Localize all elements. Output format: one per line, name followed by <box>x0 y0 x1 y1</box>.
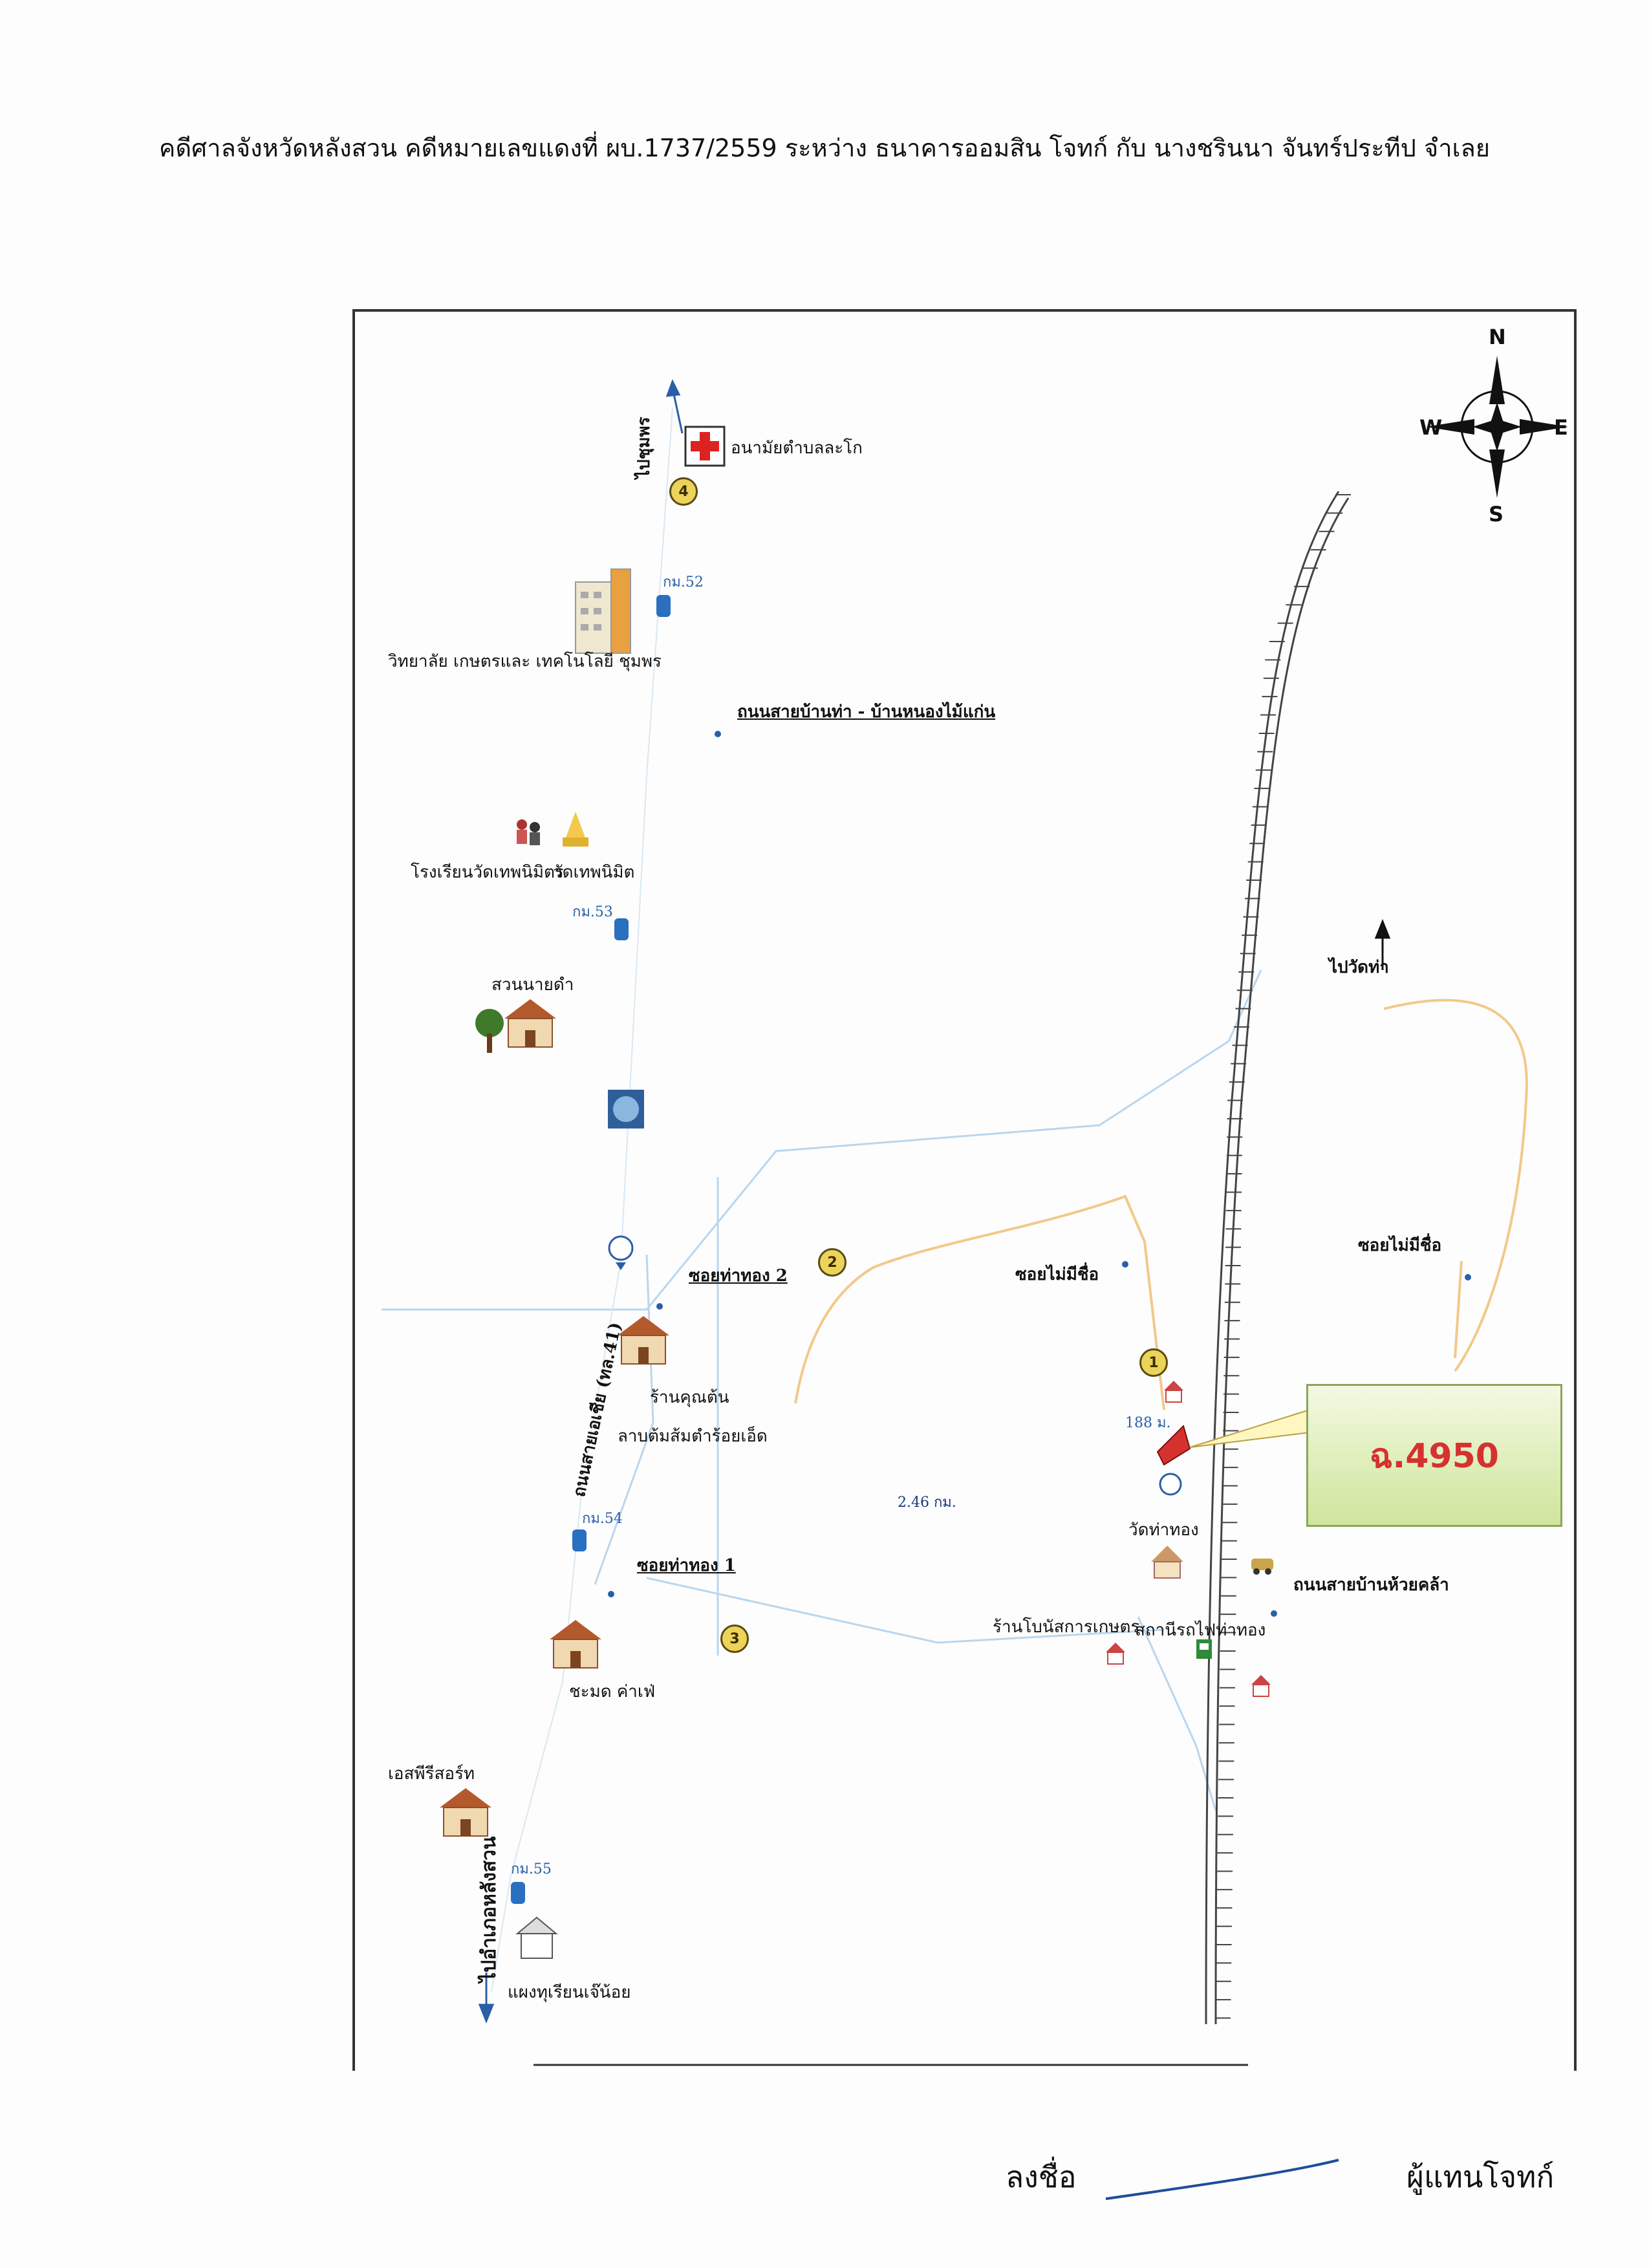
distance-188-label: 188 ม. <box>1125 1415 1171 1431</box>
house-icon <box>618 1316 669 1365</box>
compass-rose-icon <box>1426 356 1568 498</box>
health-station-label: อนามัยตำบลละโก <box>731 438 863 458</box>
health-station-icon <box>684 426 726 467</box>
location-marker <box>1159 1473 1182 1496</box>
small-house-icon <box>1251 1675 1271 1697</box>
km-post-icon <box>511 1882 525 1904</box>
km52-label: กม.52 <box>663 574 704 590</box>
small-house-icon <box>1164 1381 1183 1403</box>
school-icon <box>517 819 540 845</box>
small-house-icon <box>1106 1643 1125 1665</box>
coop-shop-label: ร้านโบนัสการเกษตร <box>993 1617 1140 1637</box>
distance-label: 2.46 กม. <box>898 1495 956 1511</box>
railway-ties <box>1215 494 1351 2019</box>
wat-thathong-label: วัดท่าทอง <box>1128 1520 1199 1540</box>
compass-east: E <box>1554 415 1568 440</box>
deed-parcel <box>1156 1425 1191 1466</box>
orange-roads <box>794 999 1528 1410</box>
arrow-up-icon <box>1374 918 1391 970</box>
road-banna-label: ถนนสายบ้านท่า - บ้านหนองไม้แก่น <box>737 702 996 722</box>
soi-noname-right-label: ซอยไม่มีชื่อ <box>1358 1236 1442 1255</box>
compass-south: S <box>1489 502 1504 526</box>
college-building-icon <box>575 568 631 654</box>
to-wat-label: ไปวัดท่า <box>1329 958 1389 977</box>
compass-north: N <box>1489 325 1506 349</box>
college-label: วิทยาลัย เกษตรและ เทคโนโลยี ชุมพร <box>388 652 662 671</box>
dropper-marker <box>608 1235 634 1270</box>
es-resort-label: เอสพีรีสอร์ท <box>388 1764 475 1784</box>
road-huai-label: ถนนสายบ้านห้วยคล้า <box>1293 1575 1449 1595</box>
case-header: คดีศาลจังหวัดหลังสวน คดีหมายเลขแดงที่ ผบ… <box>158 134 1491 162</box>
house-icon <box>504 999 556 1048</box>
km55-label: กม.55 <box>511 1861 552 1877</box>
map-frame <box>352 309 1577 2071</box>
house-icon <box>440 1788 491 1837</box>
school-label: โรงเรียนวัดเทพนิมิตร <box>411 863 564 882</box>
station-icon <box>1196 1639 1212 1659</box>
to-chumphon-label: ไปชุมพร <box>634 416 654 479</box>
house-icon <box>550 1620 601 1669</box>
soi-thathong2-label: ซอยท่าทอง 2 <box>689 1266 788 1286</box>
marker-2: 2 <box>818 1248 846 1277</box>
temple-thep-label: วัดเทพนิมิต <box>553 863 635 882</box>
station-label: สถานีรถไฟท่าทอง <box>1135 1621 1266 1640</box>
to-langsuan-label: ไปอำเภอหลังสวน <box>478 1836 501 1982</box>
highway-line <box>491 407 673 1993</box>
marker-3: 3 <box>720 1625 749 1653</box>
temple-stupa-icon <box>563 812 588 847</box>
shop-sub-label: ลาบต้มส้มตำร้อยเอ็ด <box>618 1427 768 1446</box>
soi-noname-left-label: ซอยไม่มีชื่อ <box>1015 1265 1099 1284</box>
marker-4: 4 <box>669 477 698 506</box>
km-post-icon <box>656 595 671 617</box>
km53-label: กม.53 <box>572 904 613 920</box>
temple-icon <box>1151 1546 1183 1579</box>
deed-pointer <box>1189 1409 1310 1448</box>
blue-roads <box>382 969 1262 1811</box>
signature-label: ลงชื่อ <box>1006 2159 1077 2194</box>
compass-west: W <box>1419 415 1443 440</box>
signature-role: ผู้แทนโจทก์ <box>1406 2159 1555 2194</box>
durian-stall-icon <box>515 1916 558 1959</box>
signature-line <box>1105 2159 1339 2200</box>
durian-label: แผงทุเรียนเจ๊น้อย <box>508 1983 631 2002</box>
arrow-down-icon <box>478 1972 495 2024</box>
deed-label-box: ฉ.4950 <box>1306 1384 1562 1527</box>
railway <box>1205 491 1350 2025</box>
globe-icon <box>608 1090 644 1129</box>
soi-thathong1-label: ซอยท่าทอง 1 <box>637 1556 736 1575</box>
garden-label: สวนนายดำ <box>491 975 574 995</box>
arrow-up-icon <box>665 379 684 434</box>
km-post-icon <box>614 918 629 940</box>
marker-1: 1 <box>1139 1348 1168 1377</box>
chabakang-label: ชะมด ค่าเฟ่ <box>569 1682 656 1701</box>
car-icon <box>1251 1559 1273 1575</box>
shop-label: ร้านคุณต้น <box>650 1388 729 1407</box>
km54-label: กม.54 <box>582 1511 623 1527</box>
km-post-icon <box>572 1529 587 1551</box>
tree-icon <box>475 1009 504 1053</box>
